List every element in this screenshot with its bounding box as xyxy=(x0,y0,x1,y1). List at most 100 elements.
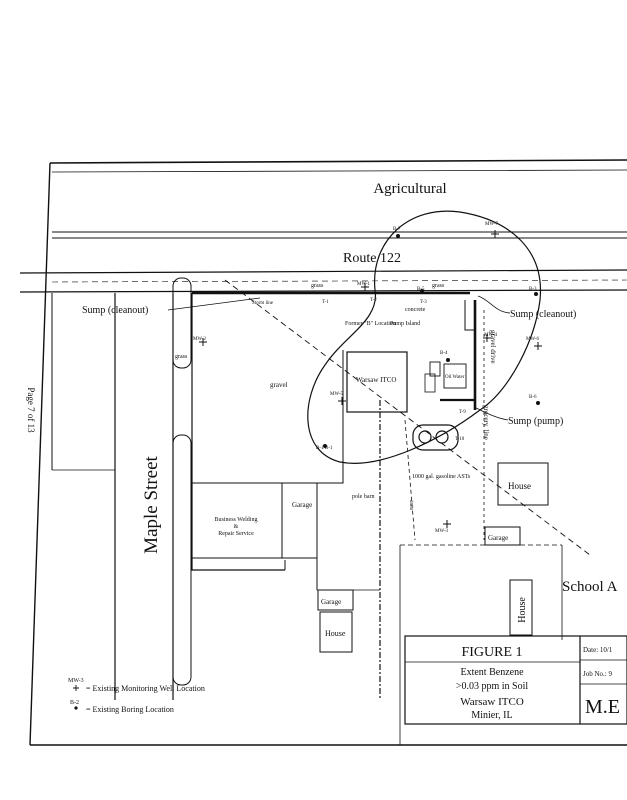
business-label-2: Repair Service xyxy=(218,531,254,537)
storm-line-label: Storm line xyxy=(252,301,274,306)
grocery-label: grocery. line xyxy=(482,405,490,440)
t1-label: T-1 xyxy=(322,300,329,305)
garage-label-3: Garage xyxy=(488,534,508,542)
legend-well-icon xyxy=(73,685,79,691)
mw4-marker xyxy=(483,334,491,342)
job-label: Job No.: 9 xyxy=(583,670,612,678)
school-label: School A xyxy=(562,579,618,595)
b6-marker xyxy=(536,401,540,405)
b7-marker xyxy=(396,234,400,238)
b6-label: B-6 xyxy=(529,395,537,400)
legend-mw-symbol: MW-3 xyxy=(68,678,84,684)
b4-marker xyxy=(446,358,450,362)
t10-label: T-10 xyxy=(455,437,465,442)
station-building xyxy=(346,351,408,413)
median-south xyxy=(172,434,192,686)
drain-label: drain xyxy=(408,500,413,511)
frame-left xyxy=(29,162,51,746)
maple-label: Maple Street xyxy=(141,455,162,553)
mw5-marker xyxy=(338,397,346,405)
ast-tanks xyxy=(412,424,459,451)
b1-marker xyxy=(323,444,327,448)
mw6-label: MW-6 xyxy=(526,337,540,342)
legend-b-symbol: B-2 xyxy=(70,700,79,706)
b1-label: B-1/B-1 xyxy=(316,446,333,451)
mw7-marker xyxy=(491,230,499,238)
route-centerline xyxy=(51,279,627,283)
garage-building-1 xyxy=(281,482,318,559)
boring-markers xyxy=(323,234,540,448)
title-line-3: Warsaw ITCO xyxy=(460,696,524,708)
b4-label: B-4 xyxy=(440,351,448,356)
business-label-1: Business Welding xyxy=(215,517,258,523)
pump-island-label: Pump Island xyxy=(390,321,420,327)
former-tank-label: Former "B" Location xyxy=(345,321,396,327)
diagonal-line xyxy=(224,279,591,556)
mw4-label: MW-4 xyxy=(484,333,498,338)
house-building-2 xyxy=(319,611,353,653)
house-building-1 xyxy=(497,462,549,506)
mw3-marker xyxy=(443,520,451,528)
sump-right-leader xyxy=(477,295,511,314)
ast-label: 1000 gal. gasoline ASTs xyxy=(412,474,471,480)
date-label: Date: 10/1 xyxy=(583,646,613,654)
mw2-label: MW-2 xyxy=(193,337,207,342)
legend-boring-icon xyxy=(74,706,78,710)
mw6-marker xyxy=(534,342,542,350)
gravel-label: gravel xyxy=(270,381,288,389)
house-label-2: House xyxy=(325,629,346,638)
garage-building-3 xyxy=(484,526,521,546)
gravel-drive-label: gravel drive xyxy=(489,330,497,364)
route-label: Route 122 xyxy=(343,251,401,266)
title-line-4: Minier, IL xyxy=(471,710,512,721)
house-label-3: House xyxy=(517,597,528,623)
grass-label-3: grass xyxy=(175,354,188,360)
t2-label: T-2 xyxy=(370,298,377,303)
title-line-2: >0.03 ppm in Soil xyxy=(456,681,529,692)
sump-left-label: Sump (cleanout) xyxy=(82,305,148,316)
sump-pump-label: Sump (pump) xyxy=(508,416,563,427)
route-edge-north xyxy=(19,269,627,274)
warsaw-itco-label: Warsaw ITCO xyxy=(356,376,396,384)
mw2-marker xyxy=(199,338,207,346)
sump-left-leader xyxy=(167,297,261,311)
title-block-frame xyxy=(404,635,627,725)
frame-top xyxy=(49,159,627,164)
mw1-marker xyxy=(361,283,369,291)
house-building-3 xyxy=(509,579,533,636)
figure-label: FIGURE 1 xyxy=(461,645,522,660)
business-label-amp: & xyxy=(234,524,239,530)
legend-mw-text: = Existing Monitoring Well Location xyxy=(86,684,205,693)
frame-top-inner xyxy=(51,169,627,173)
title-block: FIGURE 1 Extent Benzene >0.03 ppm in Soi… xyxy=(404,635,627,725)
grass-label-1: grass xyxy=(311,283,324,289)
small-box xyxy=(424,373,436,393)
company-label: M.E xyxy=(585,696,620,718)
oil-water-box xyxy=(443,363,467,389)
garage-label-1: Garage xyxy=(292,501,312,509)
median-north xyxy=(172,277,192,369)
sump-right-label: Sump (cleanout) xyxy=(510,309,576,320)
legend: MW-3 = Existing Monitoring Well Location… xyxy=(68,678,205,714)
agricultural-label: Agricultural xyxy=(373,181,446,197)
t3-label: T-3 xyxy=(420,300,427,305)
house-label-1: House xyxy=(508,481,531,491)
mw7-label: MW-7 xyxy=(485,222,499,227)
page-label: Page 7 of 13 xyxy=(26,387,36,433)
b7-label: B-7 xyxy=(393,227,401,232)
garage-label-2: Garage xyxy=(321,598,341,606)
well-markers xyxy=(199,230,542,528)
concrete-label: concrete xyxy=(405,307,426,313)
east-detail xyxy=(464,300,475,331)
legend-b-text: = Existing Boring Location xyxy=(86,705,174,714)
gravel-boundary xyxy=(317,350,344,484)
route-edge-south xyxy=(19,289,627,293)
drain-line xyxy=(404,419,416,541)
sump-pump-leader xyxy=(475,407,509,421)
b3-label: B-3 xyxy=(529,287,537,292)
oil-water-label: Oil Water xyxy=(445,375,465,380)
site-west-line xyxy=(191,293,285,571)
b5-label: B-5 xyxy=(417,287,425,292)
b5-marker xyxy=(420,289,424,293)
